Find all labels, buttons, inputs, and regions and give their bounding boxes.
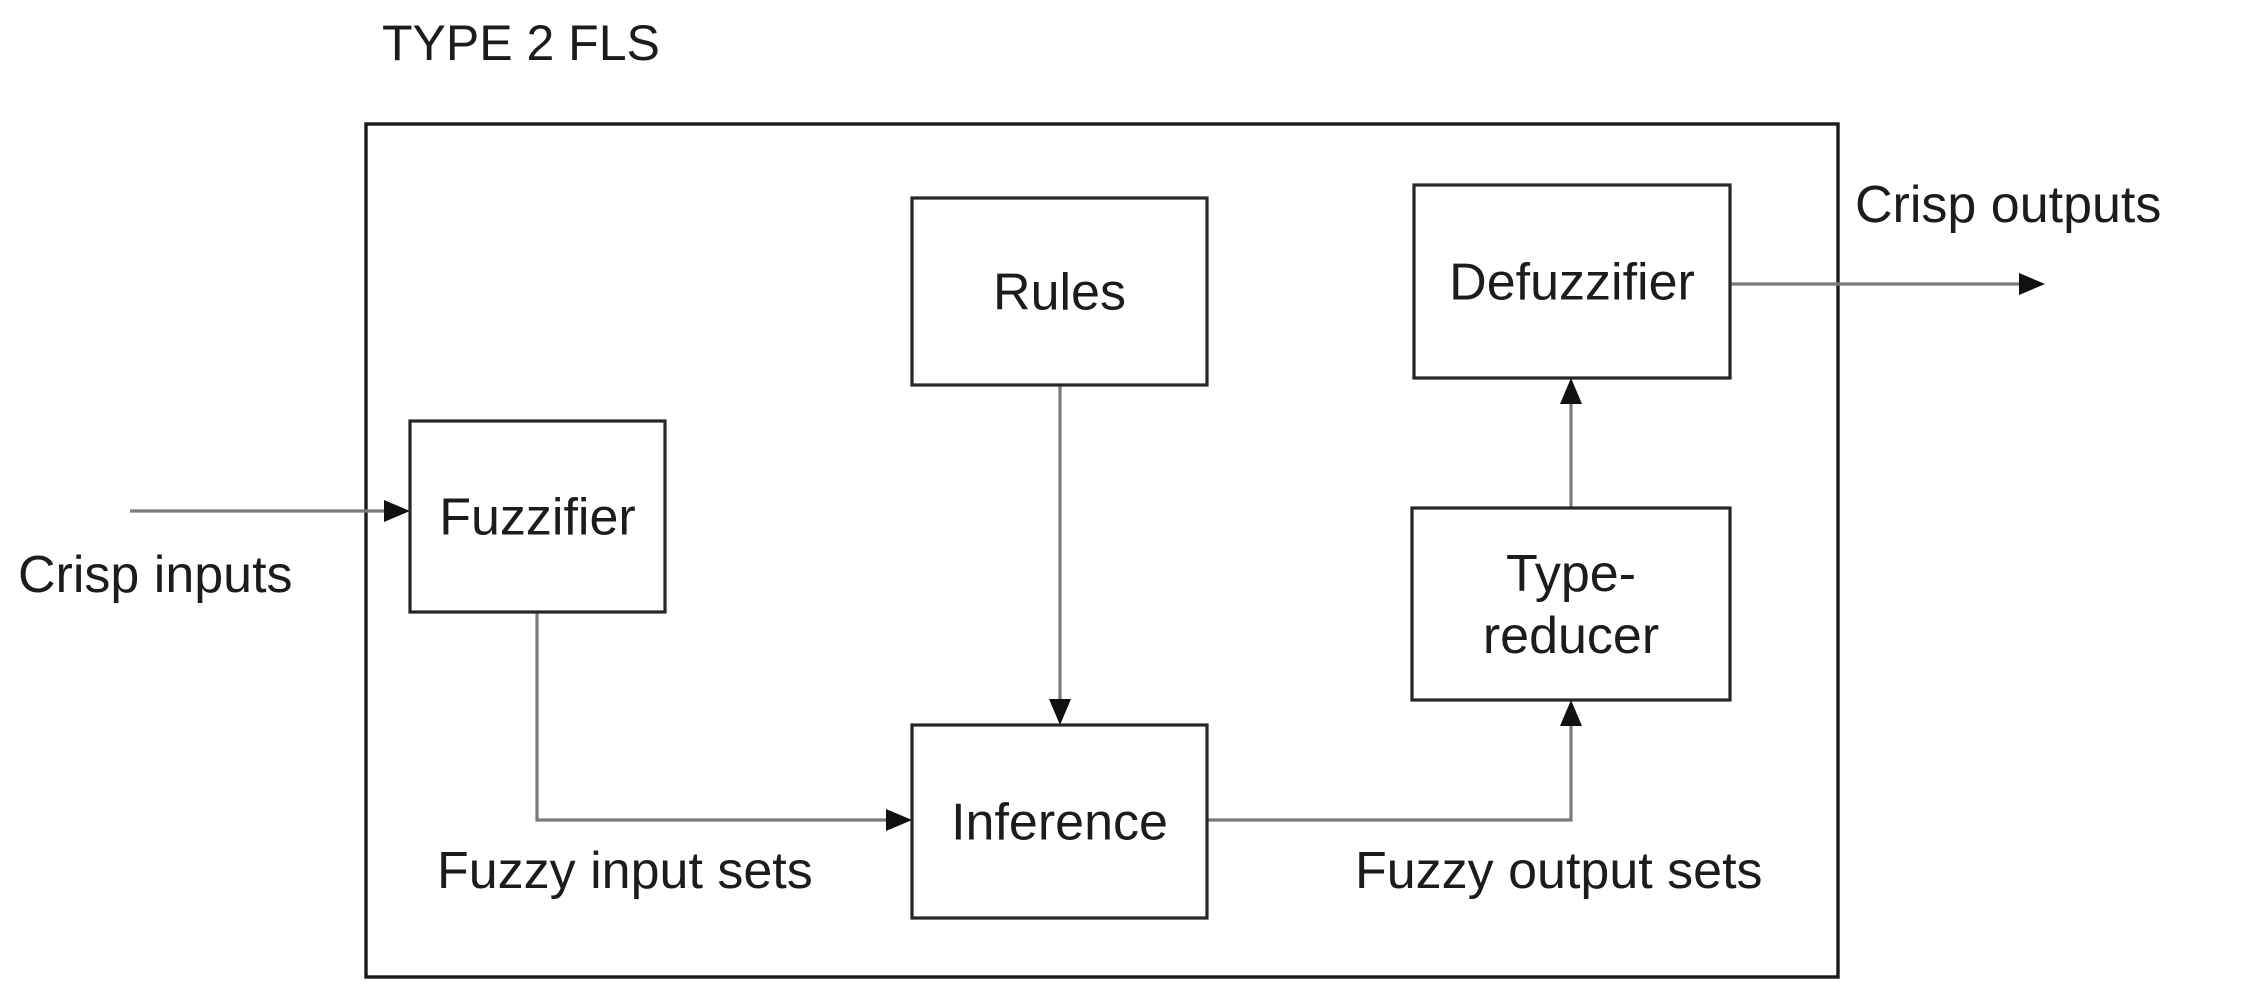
diagram-title: TYPE 2 FLS — [382, 15, 660, 71]
block-outline — [1412, 183, 1732, 380]
connector-defuzzifier-to-crisp-outputs — [1730, 273, 2045, 295]
edge-label-fuzzy-input-sets: Fuzzy input sets — [437, 842, 813, 900]
block-label: Inference — [951, 794, 1168, 852]
block-fuzzifier[interactable]: Fuzzifier — [408, 419, 667, 614]
arrowhead-icon — [1560, 700, 1582, 726]
connector-layer — [130, 273, 2045, 831]
block-outline — [910, 196, 1209, 387]
block-label: Fuzzifier — [439, 489, 635, 547]
edge-label-crisp-inputs: Crisp inputs — [18, 546, 293, 604]
connector-rules-to-inference — [1049, 385, 1071, 725]
connector-crisp-inputs-to-fuzzifier — [130, 500, 410, 522]
block-outline — [1410, 506, 1732, 702]
block-label: Rules — [993, 264, 1126, 322]
connector-type-reducer-to-defuzzifier — [1560, 378, 1582, 508]
block-outline — [408, 419, 667, 614]
edge-label-crisp-outputs: Crisp outputs — [1855, 176, 2161, 234]
type-2-fls-boundary — [364, 122, 1840, 979]
block-label: Type-reducer — [1483, 545, 1659, 665]
edge-label-fuzzy-output-sets: Fuzzy output sets — [1355, 842, 1763, 900]
connector-inference-to-type-reducer — [1207, 700, 1582, 822]
block-type-reducer[interactable]: Type-reducer — [1410, 506, 1732, 702]
block-rules[interactable]: Rules — [910, 196, 1209, 387]
block-outline — [910, 723, 1209, 920]
connector-line — [1207, 708, 1573, 822]
arrowhead-icon — [1560, 378, 1582, 404]
block-inference[interactable]: Inference — [910, 723, 1209, 920]
arrowhead-icon — [886, 809, 912, 831]
arrowhead-icon — [1049, 699, 1071, 725]
connector-fuzzifier-to-inference — [535, 612, 912, 831]
connector-line — [535, 612, 904, 822]
block-label: Defuzzifier — [1449, 254, 1695, 312]
arrowhead-icon — [384, 500, 410, 522]
block-defuzzifier[interactable]: Defuzzifier — [1412, 183, 1732, 380]
arrowhead-icon — [2019, 273, 2045, 295]
